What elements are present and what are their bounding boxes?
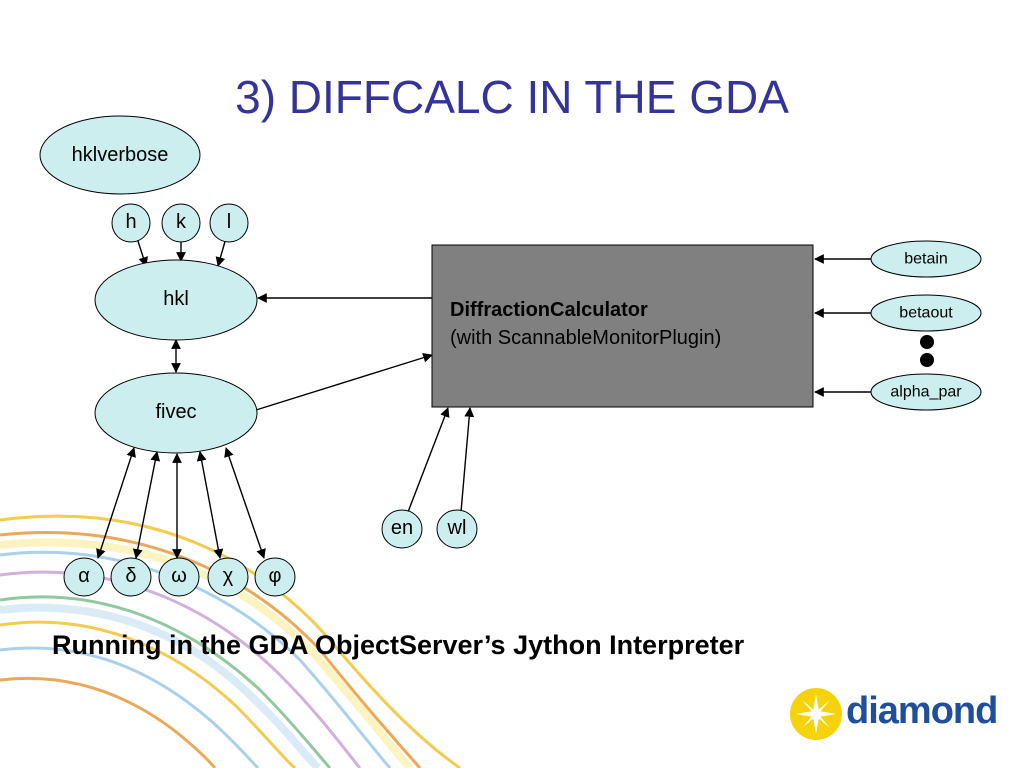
arrow-en-to-calc xyxy=(407,407,450,513)
arrow-fivec-to-calc xyxy=(255,352,433,411)
label-chi: χ xyxy=(223,565,234,587)
label-omega: ω xyxy=(171,565,187,587)
node-phi xyxy=(254,557,296,597)
node-hkl xyxy=(94,259,258,341)
calculator-box-text: DiffractionCalculator (with ScannableMon… xyxy=(450,296,721,352)
label-betain: betain xyxy=(904,251,948,268)
node-k xyxy=(161,203,201,243)
ellipsis-dot-1 xyxy=(920,335,934,349)
node-en xyxy=(381,509,423,549)
arrow-l-to-hkl xyxy=(215,237,227,267)
diamond-logo: diamond xyxy=(788,686,998,742)
label-phi: φ xyxy=(269,565,282,587)
arrow-fivec-phi xyxy=(224,447,266,559)
label-hklverbose: hklverbose xyxy=(72,144,169,166)
label-l: l xyxy=(227,211,231,233)
label-alpha: α xyxy=(78,565,90,587)
label-k: k xyxy=(176,211,187,233)
arrow-fivec-chi xyxy=(196,451,224,559)
node-betain xyxy=(870,240,982,278)
node-delta xyxy=(110,557,152,597)
ellipsis-dot-2 xyxy=(920,353,934,367)
node-alpha xyxy=(63,557,105,597)
node-omega xyxy=(158,557,200,597)
arrow-wl-to-calc xyxy=(460,407,475,513)
label-alpha-par: alpha_par xyxy=(890,384,962,401)
node-wl xyxy=(436,509,478,549)
slide-subtitle: Running in the GDA ObjectServer’s Jython… xyxy=(52,630,745,660)
arrow-fivec-delta xyxy=(132,451,161,559)
arrow-fivec-alpha xyxy=(96,447,136,559)
node-betaout xyxy=(870,294,982,332)
calculator-name: DiffractionCalculator xyxy=(450,299,648,321)
node-chi xyxy=(207,557,249,597)
label-delta: δ xyxy=(125,565,136,587)
arrow-h-to-hkl xyxy=(136,237,148,267)
diamond-sun-icon xyxy=(790,688,842,740)
diffraction-calculator-box xyxy=(431,244,814,408)
label-en: en xyxy=(391,517,413,539)
label-hkl: hkl xyxy=(163,288,189,310)
label-wl: wl xyxy=(447,517,467,539)
node-alpha-par xyxy=(870,373,982,411)
label-h: h xyxy=(125,211,136,233)
node-fivec xyxy=(94,372,258,454)
node-h xyxy=(111,203,151,243)
label-fivec: fivec xyxy=(155,401,196,423)
node-hklverbose xyxy=(39,115,201,195)
logo-text: diamond xyxy=(846,690,998,732)
calculator-plugin: (with ScannableMonitorPlugin) xyxy=(450,327,722,349)
label-betaout: betaout xyxy=(899,305,953,322)
node-l xyxy=(209,203,249,243)
slide-title: 3) DIFFCALC IN THE GDA xyxy=(235,71,789,123)
